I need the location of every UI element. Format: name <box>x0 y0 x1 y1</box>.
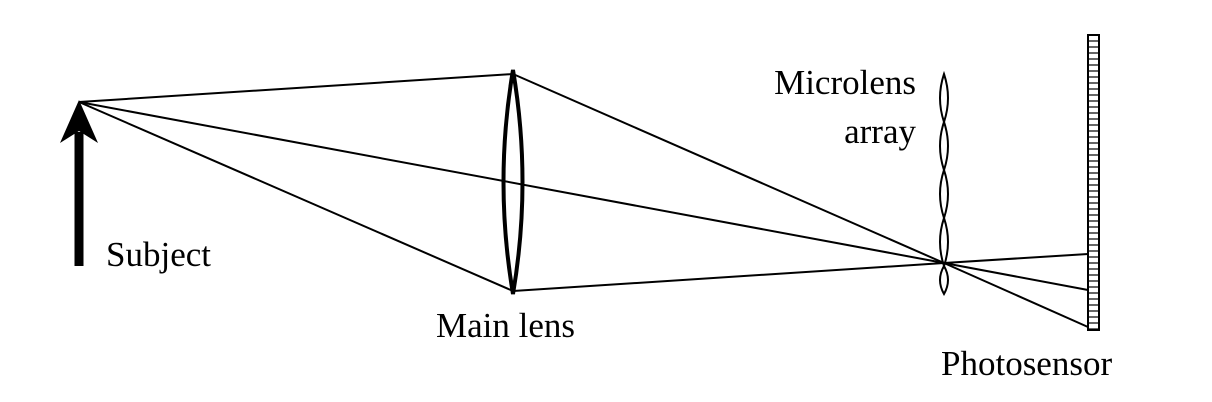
microlens-2 <box>939 118 949 174</box>
photosensor-frame <box>1087 34 1100 331</box>
microlens-1 <box>939 70 949 126</box>
photosensor-label: Photosensor <box>941 344 1112 383</box>
subject-label: Subject <box>106 235 211 274</box>
ray-subject-chief <box>78 101 945 264</box>
light-rays <box>78 73 1089 328</box>
subject-arrow <box>60 100 98 266</box>
microlens-5 <box>939 263 949 297</box>
microlens-4 <box>939 214 949 270</box>
ray-to-sensor-bottom <box>943 262 1089 328</box>
microlens-3 <box>939 166 949 222</box>
ray-lens-bottom-to-microlens <box>512 262 945 292</box>
main-lens <box>501 69 525 295</box>
ray-to-sensor-middle <box>943 262 1089 291</box>
ray-to-sensor-top <box>943 253 1089 264</box>
ray-subject-to-lens-bottom <box>78 101 514 292</box>
ray-lens-top-to-microlens <box>512 73 945 264</box>
main-lens-label: Main lens <box>436 306 575 345</box>
photosensor <box>1087 34 1100 331</box>
microlens-array <box>939 70 949 297</box>
ray-subject-to-lens-top <box>78 73 514 103</box>
photosensor-pixels <box>1088 40 1099 330</box>
subject-arrow-head <box>60 100 98 143</box>
microlens-label-line2: array <box>844 112 916 151</box>
microlens-label-line1: Microlens <box>774 63 916 102</box>
